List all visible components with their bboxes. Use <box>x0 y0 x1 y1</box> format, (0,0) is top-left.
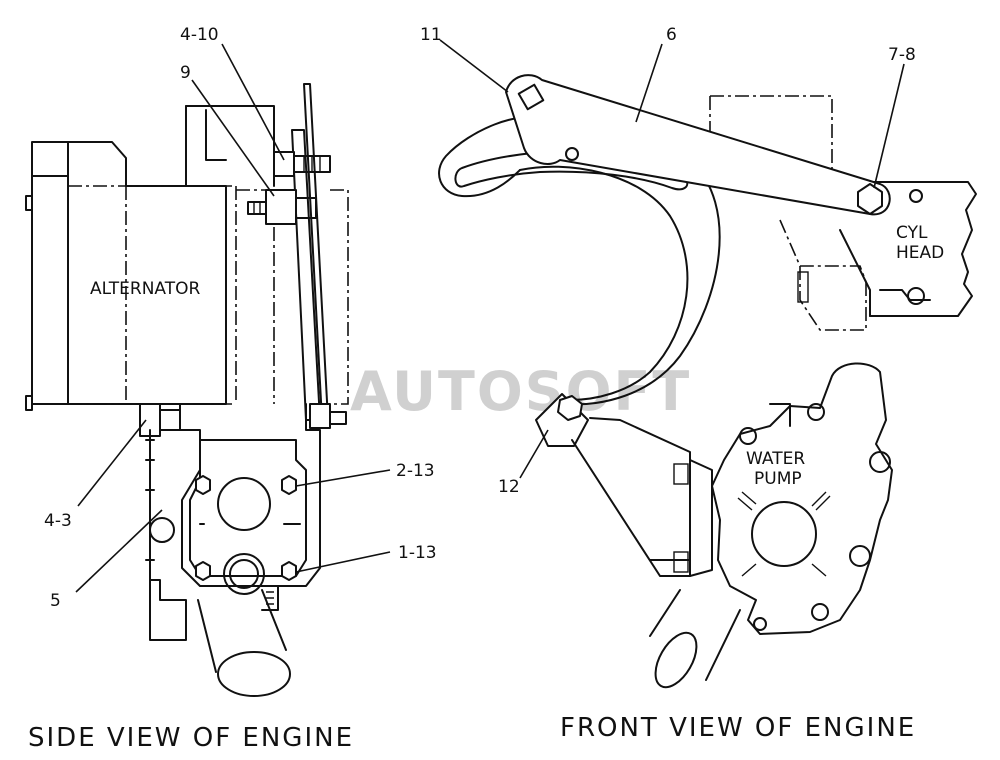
engine-bracket <box>145 403 321 697</box>
cyl-head-label-line1: CYL <box>896 223 928 243</box>
front-view-caption: FRONT VIEW OF ENGINE <box>560 713 916 743</box>
callout-4-10: 4-10 <box>180 25 219 45</box>
mounting-plate <box>291 83 349 421</box>
front-view: CYL HEAD <box>420 25 977 743</box>
water-pump-label-line2: PUMP <box>754 469 802 489</box>
lower-arm <box>571 417 713 577</box>
strap-11 <box>505 74 891 216</box>
cylinder-head: CYL HEAD <box>709 95 977 331</box>
upper-bracket <box>185 105 275 404</box>
callout-5: 5 <box>50 591 61 611</box>
callout-11: 11 <box>420 25 442 45</box>
water-pump-label-line1: WATER <box>746 449 805 469</box>
alternator: ALTERNATOR <box>25 141 237 411</box>
lower-plate-bolt <box>309 403 347 429</box>
callout-12: 12 <box>498 477 520 497</box>
side-leaders <box>75 43 391 593</box>
side-view: ALTERNATOR <box>25 25 437 753</box>
side-view-caption: SIDE VIEW OF ENGINE <box>28 723 354 753</box>
callout-6: 6 <box>666 25 677 45</box>
callout-1-13: 1-13 <box>398 543 437 563</box>
front-leaders <box>439 39 905 479</box>
callout-9: 9 <box>180 63 191 83</box>
cyl-head-label-line2: HEAD <box>896 243 944 263</box>
bolt-12 <box>535 393 589 447</box>
water-pump: WATER PUMP <box>649 362 893 689</box>
stud-9 <box>247 189 317 225</box>
bolt-4-10 <box>273 151 331 177</box>
watermark: AUTOSOFT <box>350 360 691 423</box>
callout-4-3: 4-3 <box>44 511 72 531</box>
alternator-label: ALTERNATOR <box>90 279 200 299</box>
callout-2-13: 2-13 <box>396 461 435 481</box>
callout-7-8: 7-8 <box>888 45 916 65</box>
